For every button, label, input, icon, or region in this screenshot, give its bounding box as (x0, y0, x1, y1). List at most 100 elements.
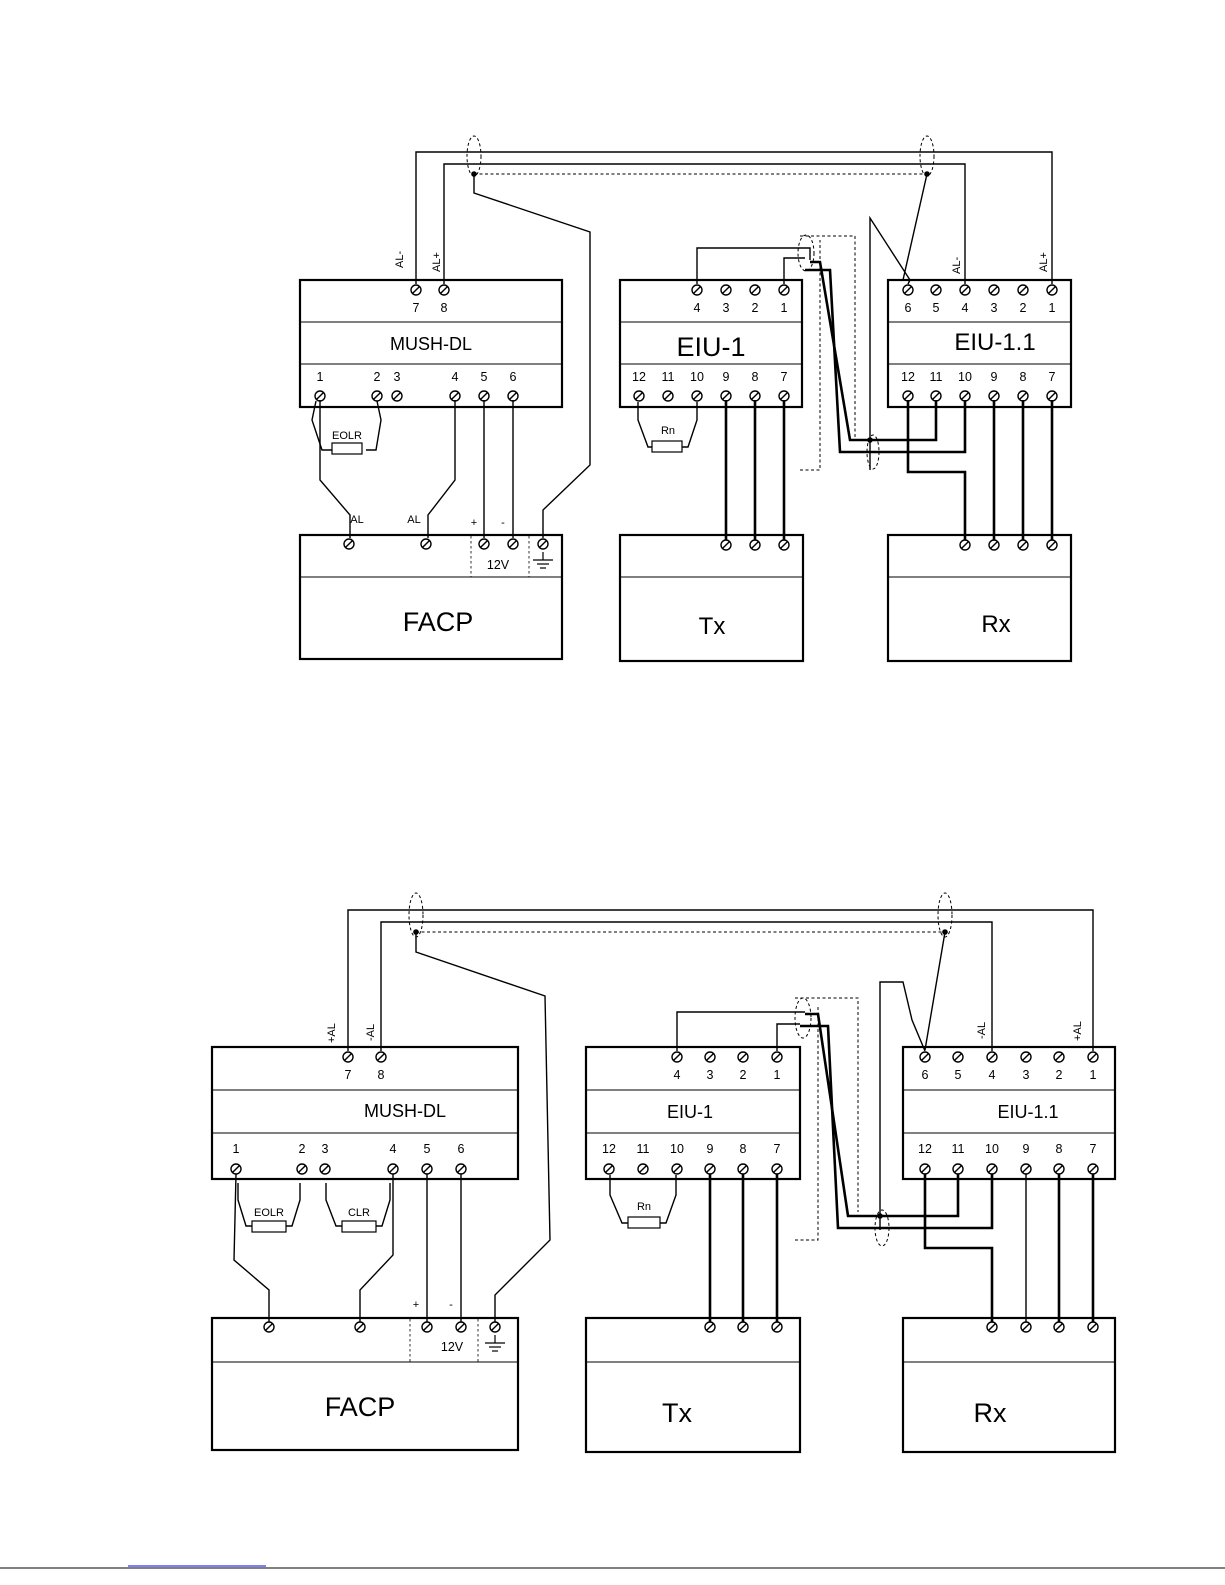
terminal (1047, 540, 1057, 550)
terminal (376, 1052, 386, 1062)
terminal (989, 540, 999, 550)
terminal-number: 5 (481, 370, 488, 384)
terminal (372, 391, 382, 401)
terminal-number: 10 (985, 1142, 999, 1156)
terminal (931, 285, 941, 295)
voltage-label: 12V (487, 558, 510, 572)
terminal (1088, 1164, 1098, 1174)
eolr-resistor: EOLR (238, 1183, 300, 1232)
terminal-number: 3 (394, 370, 401, 384)
terminal-number: 4 (989, 1068, 996, 1082)
terminal-number: 5 (955, 1068, 962, 1082)
mush-dl-module: MUSH-DL 7 8 +AL -AL 1 2 3 4 5 6 (212, 1023, 518, 1179)
terminal-number: 8 (752, 370, 759, 384)
terminal (1088, 1322, 1098, 1332)
tx-title: Tx (699, 613, 726, 640)
terminal (903, 285, 913, 295)
terminal-number: 2 (1056, 1068, 1063, 1082)
terminal (738, 1322, 748, 1332)
terminal (297, 1164, 307, 1174)
mush-dl-title: MUSH-DL (364, 1101, 446, 1121)
terminal (392, 391, 402, 401)
terminal (960, 285, 970, 295)
terminal (705, 1052, 715, 1062)
terminal (1047, 391, 1057, 401)
terminal (411, 285, 421, 295)
al-minus-label: -AL (976, 1022, 988, 1039)
terminal (705, 1322, 715, 1332)
top-diagram: MUSH-DL 7 8 AL- AL+ 1 2 3 4 5 6 EOLR (300, 136, 1071, 661)
terminal-number: 1 (233, 1142, 240, 1156)
terminal (953, 1052, 963, 1062)
terminal-number: 5 (424, 1142, 431, 1156)
terminal-number: 7 (1090, 1142, 1097, 1156)
terminal-number: 8 (441, 301, 448, 315)
terminal (1047, 285, 1057, 295)
al-plus-label: +AL (326, 1023, 338, 1043)
terminal (264, 1322, 274, 1332)
al-minus-label: AL- (951, 257, 963, 274)
terminal (989, 391, 999, 401)
terminal (903, 391, 913, 401)
rx-title: Rx (981, 611, 1010, 638)
eiu-1-1-title: EIU-1.1 (997, 1102, 1058, 1122)
clr-label: CLR (348, 1207, 370, 1219)
bottom-diagram: MUSH-DL 7 8 +AL -AL 1 2 3 4 5 6 EOLR (212, 893, 1115, 1452)
rn-label: Rn (661, 425, 675, 437)
eiu-1-module: EIU-1 4 3 2 1 12 11 10 9 8 7 (620, 280, 802, 407)
terminal (692, 391, 702, 401)
terminal (1054, 1322, 1064, 1332)
terminal (439, 285, 449, 295)
terminal (538, 539, 548, 549)
terminal-number: 2 (1020, 301, 1027, 315)
al-input-label: AL (407, 514, 420, 526)
terminal (705, 1164, 715, 1174)
terminal (508, 391, 518, 401)
terminal (638, 1164, 648, 1174)
terminal (315, 391, 325, 401)
eiu-1-1-module: EIU-1.1 6 5 4 3 2 1 -AL +AL 12 11 10 9 8… (903, 1021, 1115, 1179)
terminal-number: 11 (637, 1142, 650, 1156)
terminal (779, 540, 789, 550)
terminal (779, 391, 789, 401)
terminal (987, 1164, 997, 1174)
terminal (1018, 285, 1028, 295)
terminal-number: 4 (390, 1142, 397, 1156)
terminal-number: 10 (958, 370, 972, 384)
terminal-number: 9 (991, 370, 998, 384)
facp-title: FACP (325, 1392, 396, 1422)
terminal-number: 4 (674, 1068, 681, 1082)
terminal-number: 8 (1020, 370, 1027, 384)
terminal-number: 7 (774, 1142, 781, 1156)
mush-dl-module: MUSH-DL 7 8 AL- AL+ 1 2 3 4 5 6 (300, 251, 562, 407)
terminal (450, 391, 460, 401)
terminal (388, 1164, 398, 1174)
terminal (1018, 540, 1028, 550)
terminal (779, 285, 789, 295)
terminal-number: 1 (781, 301, 788, 315)
terminal-number: 10 (690, 370, 704, 384)
terminal-number: 7 (413, 301, 420, 315)
terminal (987, 1322, 997, 1332)
al-plus-label: AL+ (431, 252, 443, 272)
terminal-number: 4 (962, 301, 969, 315)
plus-label: + (413, 1299, 419, 1311)
terminal-number: 2 (740, 1068, 747, 1082)
facp-panel: AL AL + - 12V FACP (300, 514, 562, 659)
eiu-1-module: EIU-1 4 3 2 1 12 11 10 9 8 7 (586, 1047, 800, 1179)
terminal-number: 8 (1056, 1142, 1063, 1156)
terminal-number: 7 (345, 1068, 352, 1082)
terminal (772, 1322, 782, 1332)
terminal-number: 6 (510, 370, 517, 384)
tx-unit: Tx (586, 1318, 800, 1452)
terminal-number: 9 (1023, 1142, 1030, 1156)
terminal-number: 12 (602, 1142, 616, 1156)
terminal (1018, 391, 1028, 401)
terminal (692, 285, 702, 295)
terminal (960, 540, 970, 550)
terminal (920, 1164, 930, 1174)
rn-label: Rn (637, 1201, 651, 1213)
terminal-number: 2 (752, 301, 759, 315)
terminal (772, 1052, 782, 1062)
